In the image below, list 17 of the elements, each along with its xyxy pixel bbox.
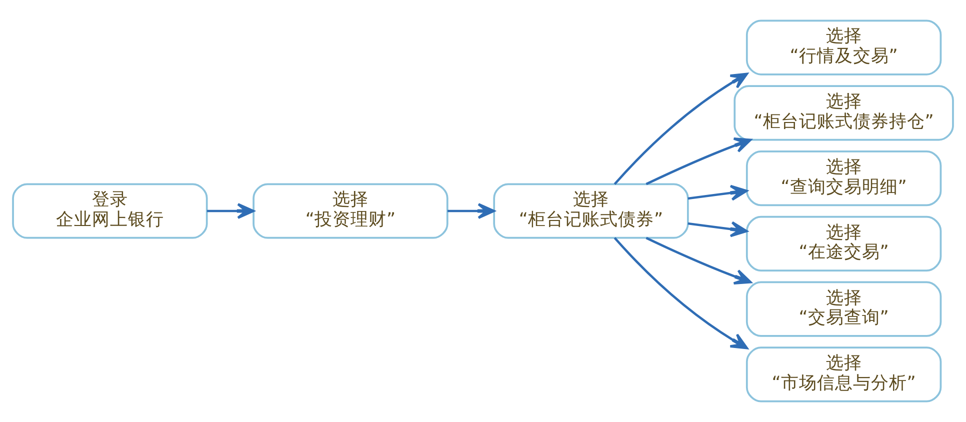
node-box: 选择 “在途交易” — [746, 216, 942, 272]
arrow — [448, 203, 495, 219]
arrow — [646, 236, 752, 285]
node-box: 选择 “查询交易明细” — [746, 150, 942, 206]
arrow — [688, 184, 748, 201]
node-box: 选择 “柜台记账式债券持仓” — [734, 85, 954, 141]
arrow — [688, 221, 748, 238]
arrow — [646, 137, 752, 186]
node-box: 选择 “行情及交易” — [746, 20, 942, 76]
node-box: 选择 “投资理财” — [252, 183, 448, 239]
node-box: 登录 企业网上银行 — [12, 183, 208, 239]
node-box: 选择 “交易查询” — [746, 281, 942, 337]
arrow — [614, 72, 748, 185]
arrow — [206, 203, 254, 219]
node-box: 选择 “市场信息与分析” — [746, 346, 942, 402]
node-box: 选择 “柜台记账式债券” — [493, 183, 689, 239]
arrow — [614, 237, 748, 350]
